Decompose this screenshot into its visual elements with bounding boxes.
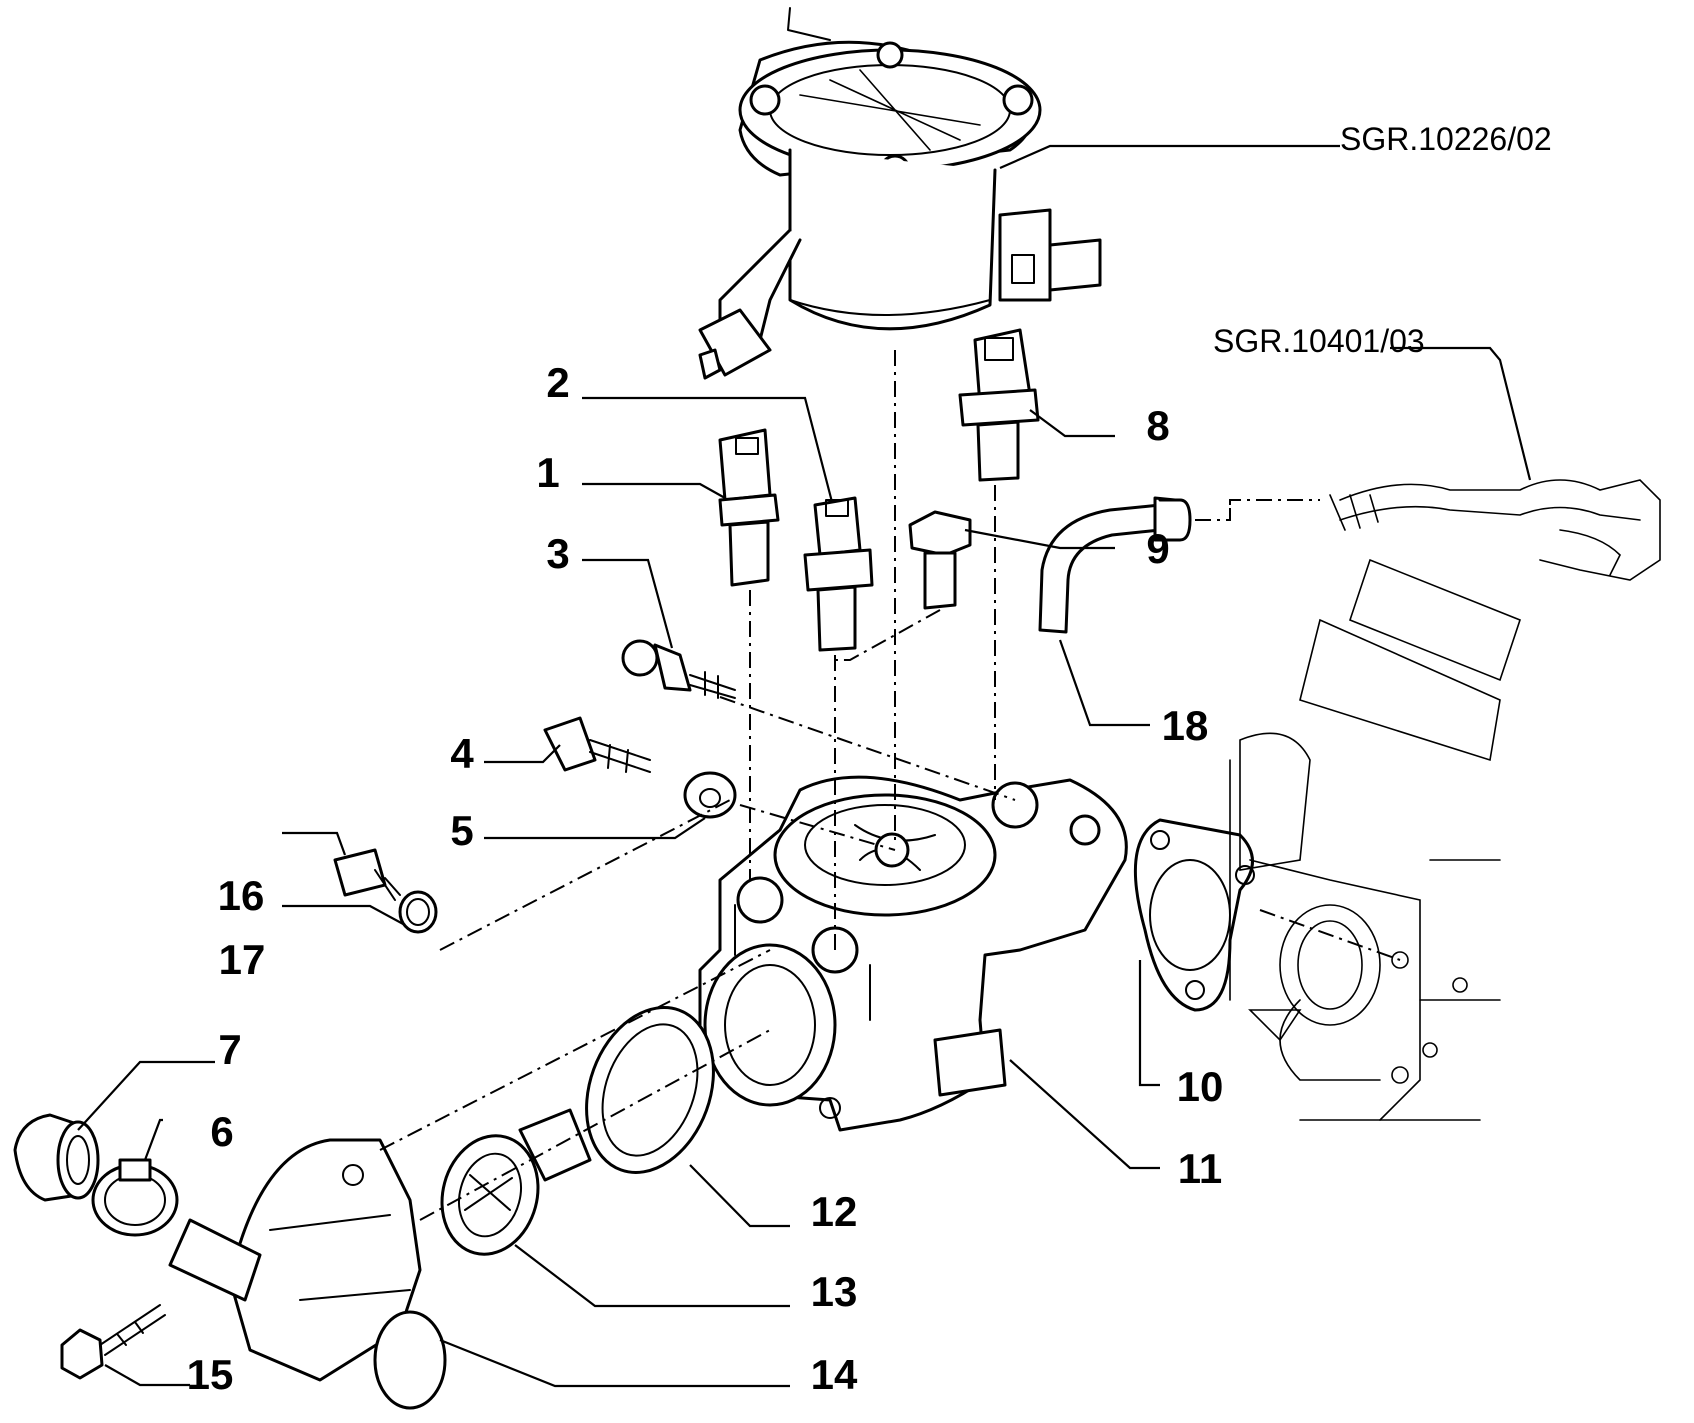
sensor-1 [718,428,780,587]
washer-5 [683,771,737,819]
callout-17: 17 [219,936,266,983]
callout-7: 7 [218,1026,241,1073]
callout-1: 1 [536,449,559,496]
bolt-15 [60,1304,166,1380]
pipe-18 [1038,496,1192,634]
reference-label-right: SGR.10401/03 [1213,323,1425,359]
callout-2: 2 [546,359,569,406]
callout-4: 4 [450,730,474,777]
callout-5: 5 [450,807,473,854]
bolt-4 [543,716,651,773]
cover-14 [168,1138,447,1410]
filter-housing-assembly [698,7,1102,380]
callout-11: 11 [1178,1145,1222,1192]
thermostat-housing [698,775,1128,1132]
plug-9 [908,510,972,610]
screw-3 [621,639,736,699]
leader-lines [77,144,1532,1388]
gasket [1133,818,1255,1012]
callout-12: 12 [811,1188,858,1235]
alignment-lines [379,350,1401,1221]
sensor-2 [803,496,874,652]
callout-15: 15 [187,1351,234,1398]
ring-12 [585,1006,715,1174]
callout-6: 6 [210,1108,233,1155]
callout-14: 14 [811,1351,858,1398]
hose-assembly [1329,479,1661,581]
callout-labels: 1 2 3 4 5 6 7 8 9 10 11 12 13 14 15 16 1… [187,359,1224,1398]
callout-16: 16 [218,872,265,919]
thermostat-13 [440,1108,592,1256]
seal-ring-17 [398,890,438,934]
callout-8: 8 [1146,402,1169,449]
callout-9: 9 [1146,525,1169,572]
callout-3: 3 [546,530,569,577]
clamp-6 [91,1158,179,1237]
callout-18: 18 [1162,702,1209,749]
cap-7 [13,1113,100,1202]
engine-block [1229,558,1521,1121]
callout-13: 13 [811,1268,858,1315]
sensor-8 [958,328,1040,482]
callout-10: 10 [1177,1063,1224,1110]
reference-label-upper: SGR.10226/02 [1340,121,1552,157]
plug-16 [333,848,401,901]
